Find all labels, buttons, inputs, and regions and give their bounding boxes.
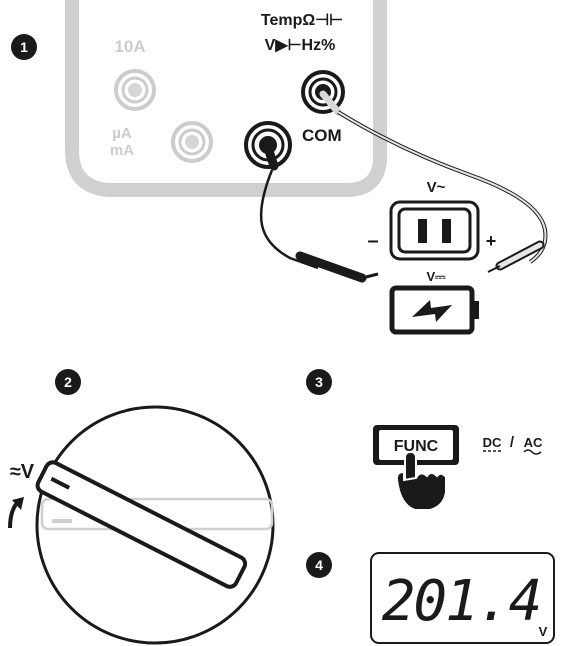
outlet-voltage-label: V~ (427, 179, 446, 196)
ac-symbol-wave (523, 449, 542, 455)
jack-com-label: COM (302, 126, 342, 145)
step-4-number: 4 (315, 557, 323, 573)
rotate-arrow-icon (8, 497, 24, 529)
outlet-minus-label: – (367, 230, 378, 252)
jack-temp-label: TempΩ⊣⊢ (261, 12, 343, 29)
lcd-unit: V (539, 624, 548, 639)
ac-mode-label: AC (524, 435, 543, 450)
jack-10a (114, 69, 156, 111)
step-4-badge: 4 (306, 552, 332, 578)
rotary-dial (35, 405, 275, 645)
step-1-badge: 1 (11, 34, 37, 60)
lcd-reading: 201.4 (382, 569, 541, 634)
func-button-label: FUNC (394, 438, 439, 455)
outlet-plus-label: + (486, 231, 497, 251)
mode-separator: / (510, 434, 515, 451)
jack-ma-label: mA (110, 142, 134, 159)
step-2-number: 2 (64, 374, 72, 390)
jack-ua-label: µA (112, 125, 132, 142)
battery-voltage-label: V⎓ (426, 269, 446, 284)
ac-outlet-icon (389, 200, 480, 261)
battery-icon (389, 285, 479, 335)
step-2-badge: 2 (55, 369, 81, 395)
step-3-badge: 3 (306, 369, 332, 395)
pointing-hand-icon (395, 451, 447, 511)
dc-mode-label: DC (483, 435, 502, 450)
black-test-lead (259, 143, 379, 283)
jack-ua-ma (171, 121, 213, 163)
step-1-number: 1 (20, 39, 28, 55)
jack-volt-label: V▶⊢Hz% (265, 37, 336, 54)
jack-10a-label: 10A (114, 37, 145, 56)
white-test-lead (319, 90, 548, 273)
lcd-display (370, 552, 555, 644)
meter-body-outline (65, 0, 387, 197)
dial-voltage-label: ≈V (10, 461, 35, 483)
func-button[interactable]: FUNC (373, 425, 459, 465)
step-3-number: 3 (315, 374, 323, 390)
